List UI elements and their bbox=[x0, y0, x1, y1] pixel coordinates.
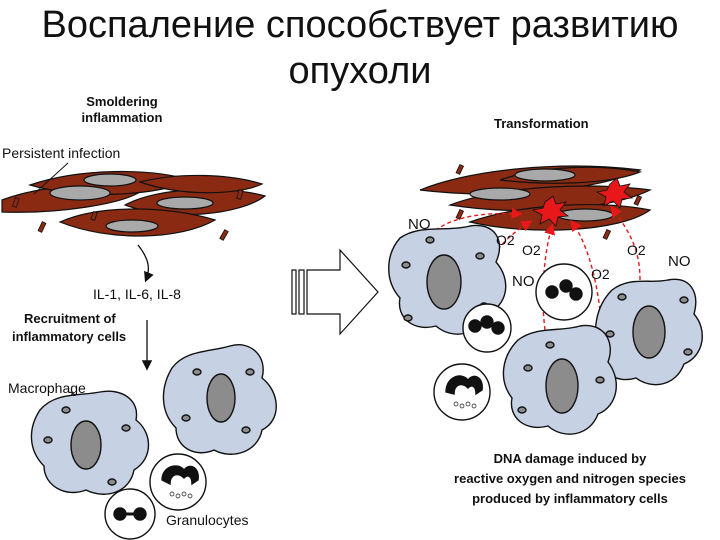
slide-title-line-2: опухоли bbox=[288, 50, 432, 92]
cytokine-arrow bbox=[137, 244, 154, 283]
damage-burst bbox=[595, 177, 634, 209]
species-o2-4: O2 bbox=[591, 266, 610, 282]
dna-caption-line-1: DNA damage induced by bbox=[493, 451, 647, 466]
species-no-middle: NO bbox=[512, 273, 535, 290]
dna-caption-line-3: produced by inflammatory cells bbox=[472, 491, 668, 506]
tumor-nucleus bbox=[514, 168, 576, 182]
dna-damage-bursts bbox=[531, 177, 634, 227]
recruitment-label-line-1: Recruitment of bbox=[24, 311, 116, 326]
ros-arrow bbox=[610, 205, 641, 281]
left-tissue-cells bbox=[1, 170, 267, 237]
granulocyte bbox=[149, 453, 207, 511]
slide-title-line-1: Воспаление способствует развитию bbox=[41, 4, 679, 46]
macrophage bbox=[30, 390, 150, 495]
cell-nucleus bbox=[156, 196, 214, 210]
left-heading-line-1: Smoldering bbox=[86, 94, 158, 109]
cytokines-label: IL-1, IL-6, IL-8 bbox=[93, 286, 181, 302]
recruitment-label-line-2: inflammatory cells bbox=[12, 329, 127, 344]
bacteria bbox=[11, 189, 244, 241]
infection-pointer-line bbox=[33, 162, 69, 195]
granulocyte bbox=[462, 303, 512, 353]
macrophage bbox=[595, 278, 703, 386]
granulocyte bbox=[433, 363, 491, 421]
species-o2-1: O2 bbox=[496, 232, 515, 248]
species-no-right: NO bbox=[668, 253, 691, 270]
transition-arrow bbox=[291, 248, 379, 336]
ros-arrow bbox=[570, 219, 601, 311]
left-heading-line-2: inflammation bbox=[81, 110, 163, 125]
species-no-upper-left: NO bbox=[408, 216, 431, 233]
right-heading: Transformation bbox=[494, 116, 589, 131]
granulocytes-label: Granulocytes bbox=[166, 512, 249, 528]
species-o2-2: O2 bbox=[522, 242, 541, 258]
macrophage-label: Macrophage bbox=[8, 380, 86, 396]
tissue-cell bbox=[137, 174, 264, 194]
persistent-infection-label: Persistent infection bbox=[2, 145, 121, 161]
granulocyte bbox=[535, 263, 593, 321]
cell-nucleus bbox=[83, 173, 137, 187]
dna-caption-line-2: reactive oxygen and nitrogen species bbox=[454, 471, 686, 486]
macrophage bbox=[162, 344, 277, 455]
cell-nucleus bbox=[105, 219, 159, 233]
damage-burst bbox=[531, 195, 570, 227]
cell-nucleus bbox=[49, 185, 111, 201]
macrophage bbox=[502, 324, 617, 435]
bacteria bbox=[455, 163, 643, 240]
species-o2-3: O2 bbox=[627, 242, 646, 258]
tumor-nucleus bbox=[469, 187, 531, 201]
granulocyte bbox=[104, 488, 156, 540]
